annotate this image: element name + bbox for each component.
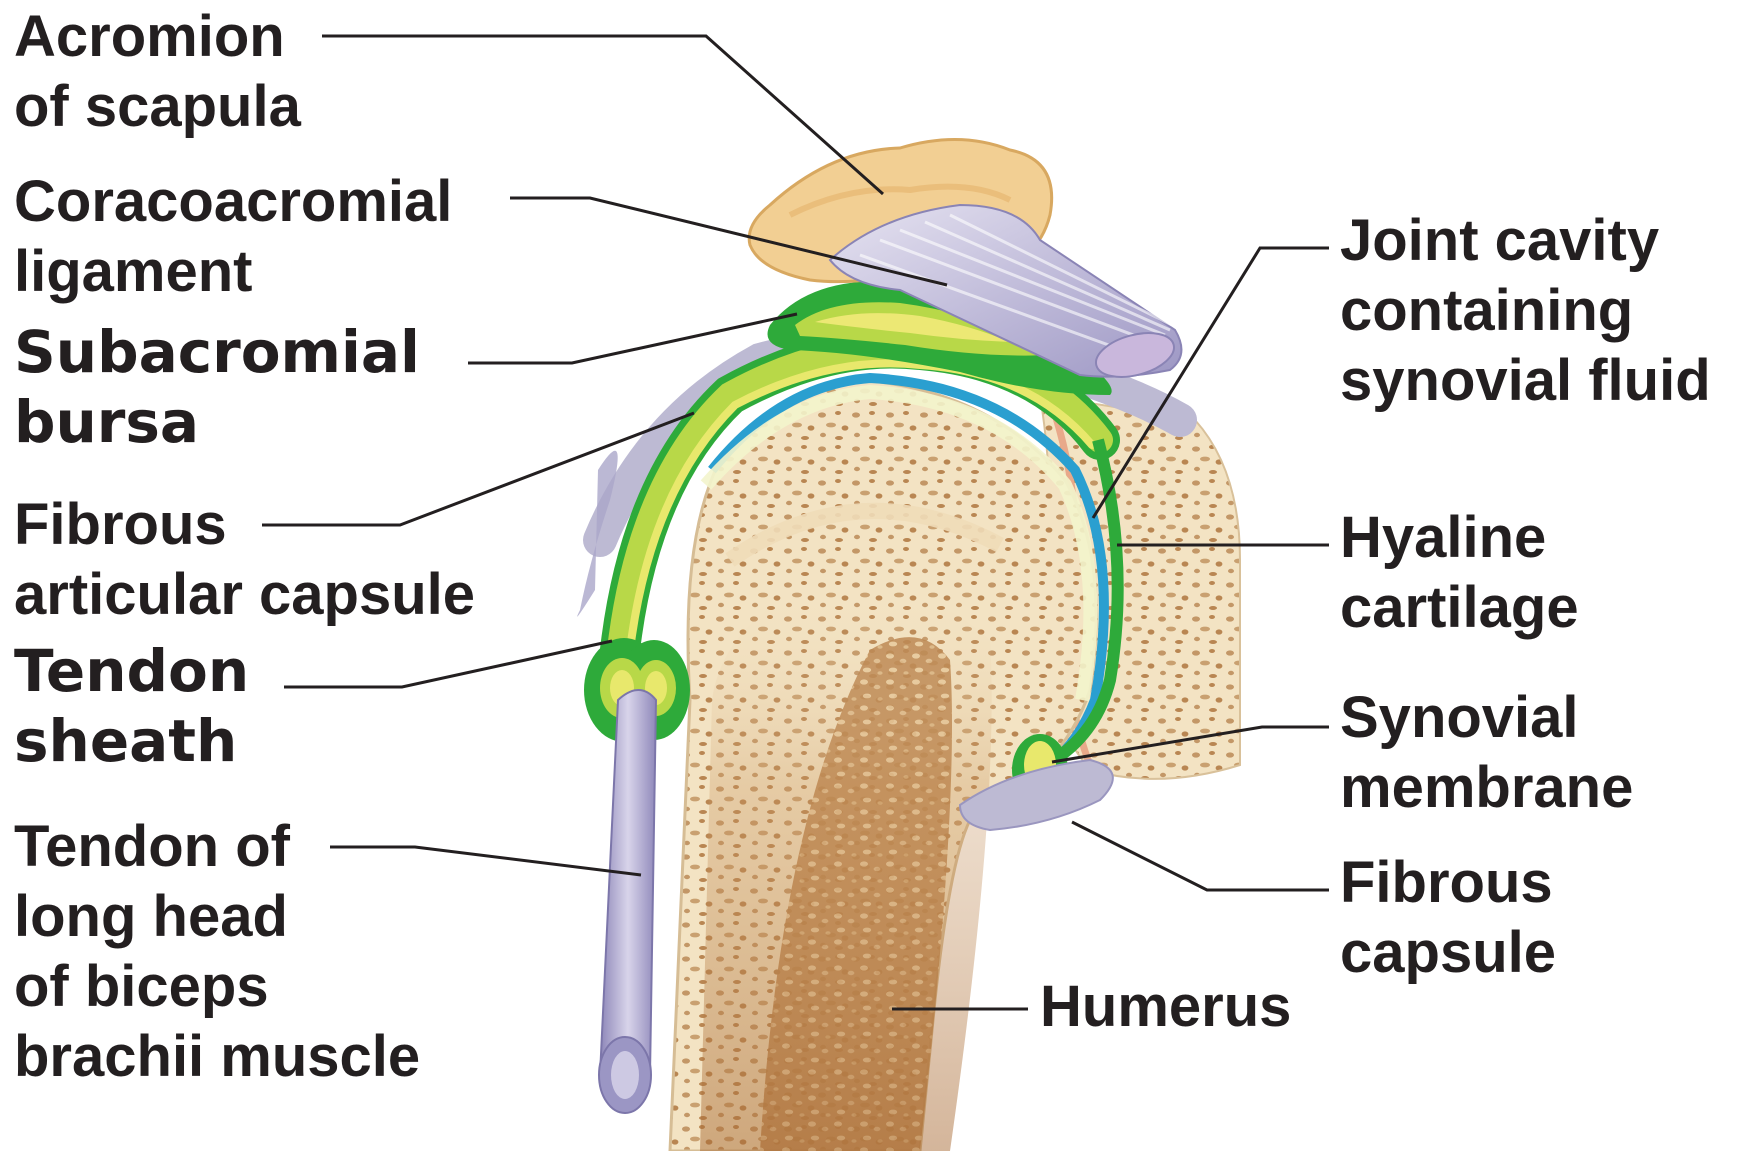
label-coracoacromial-ligament: Coracoacromial ligament (14, 167, 452, 307)
label-line: Coracoacromial (14, 167, 452, 237)
label-tendon-sheath: Tendon sheath (14, 636, 249, 776)
label-line: sheath (14, 706, 249, 776)
label-line: of biceps (14, 952, 420, 1022)
label-line: Tendon (14, 636, 249, 706)
label-humerus: Humerus (1040, 972, 1291, 1042)
biceps-tendon-shape (599, 690, 656, 1113)
leader-fibrous-capsule (1072, 822, 1329, 890)
label-line: capsule (1340, 918, 1556, 988)
label-hyaline-cartilage: Hyaline cartilage (1340, 503, 1579, 643)
label-line: synovial fluid (1340, 346, 1711, 416)
label-subacromial-bursa: Subacromial bursa (14, 317, 420, 457)
label-joint-cavity: Joint cavity containing synovial fluid (1340, 206, 1711, 416)
label-synovial-membrane: Synovial membrane (1340, 683, 1633, 823)
label-line: Fibrous (14, 490, 475, 560)
label-line: of scapula (14, 72, 301, 142)
label-fibrous-capsule: Fibrous capsule (1340, 848, 1556, 988)
label-line: Fibrous (1340, 848, 1556, 918)
label-line: Tendon of (14, 812, 420, 882)
label-line: Subacromial (14, 317, 420, 387)
label-line: ligament (14, 237, 452, 307)
label-line: membrane (1340, 753, 1633, 823)
leader-tendon-sheath (284, 641, 612, 687)
label-line: containing (1340, 276, 1711, 346)
label-line: Joint cavity (1340, 206, 1711, 276)
label-fibrous-articular-capsule: Fibrous articular capsule (14, 490, 475, 630)
label-line: bursa (14, 387, 420, 457)
label-line: Hyaline (1340, 503, 1579, 573)
label-biceps-tendon: Tendon of long head of biceps brachii mu… (14, 812, 420, 1092)
label-line: Humerus (1040, 972, 1291, 1042)
label-acromion: Acromion of scapula (14, 2, 301, 142)
label-line: articular capsule (14, 560, 475, 630)
label-line: Acromion (14, 2, 301, 72)
label-line: long head (14, 882, 420, 952)
label-line: brachii muscle (14, 1022, 420, 1092)
label-line: cartilage (1340, 573, 1579, 643)
label-line: Synovial (1340, 683, 1633, 753)
